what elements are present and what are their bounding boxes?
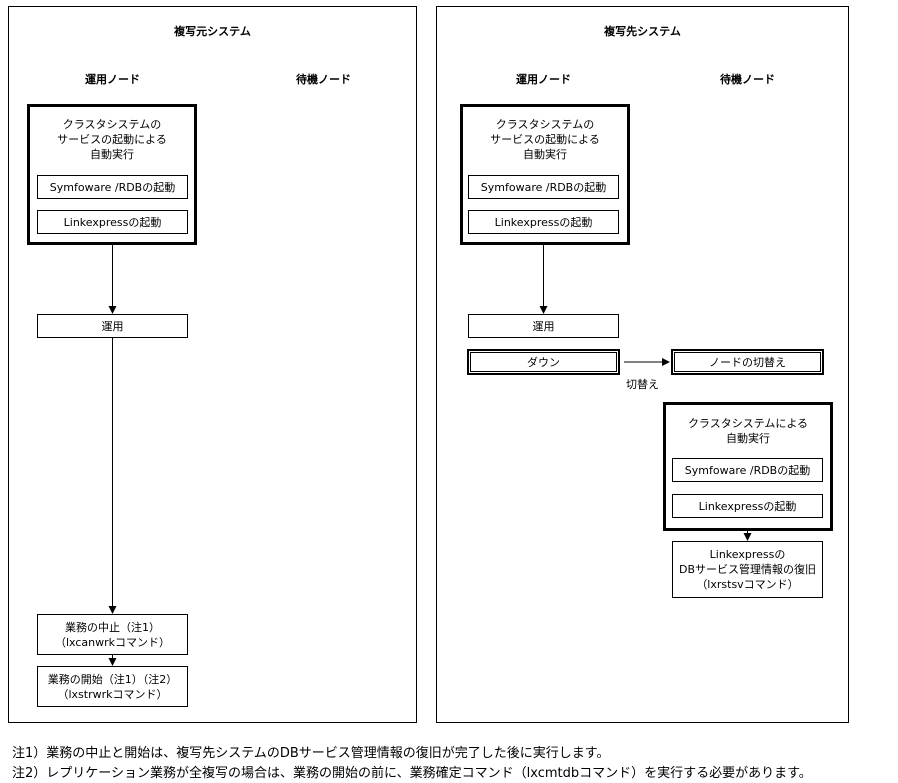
- target-linkexpress-start: Linkexpressの起動: [468, 210, 619, 234]
- source-startup-group-title: クラスタシステムの サービスの起動による 自動実行: [57, 118, 167, 161]
- source-standby-node-header: 待機ノード: [296, 73, 351, 86]
- source-start-task-box: 業務の開始（注1）（注2） （lxstrwrkコマンド）: [37, 666, 188, 707]
- restore-dbservice-box: Linkexpressの DBサービス管理情報の復旧 （lxrstsvコマンド）: [672, 541, 823, 598]
- source-stop-task-box: 業務の中止（注1） （lxcanwrkコマンド）: [37, 614, 188, 655]
- target-down-box: ダウン: [467, 349, 620, 375]
- target-startup-group-title: クラスタシステムの サービスの起動による 自動実行: [490, 118, 600, 161]
- target-standby-node-header: 待機ノード: [720, 73, 775, 86]
- target-cluster-group-title: クラスタシステムによる 自動実行: [687, 417, 809, 445]
- source-linkexpress-start: Linkexpressの起動: [37, 210, 188, 234]
- target-operation-box: 運用: [468, 314, 619, 338]
- target-cluster-linkexpress-start: Linkexpressの起動: [672, 494, 823, 518]
- target-system-title: 複写先システム: [604, 25, 681, 38]
- source-system-title: 複写元システム: [174, 25, 251, 38]
- target-symfoware-start: Symfoware /RDBの起動: [468, 175, 619, 199]
- source-active-node-header: 運用ノード: [85, 73, 140, 86]
- footnote-1: 注1）業務の中止と開始は、複写先システムのDBサービス管理情報の復旧が完了した後…: [12, 746, 610, 761]
- source-operation-box: 運用: [37, 314, 188, 338]
- node-switch-box: ノードの切替え: [671, 349, 824, 375]
- source-system-panel: [8, 6, 417, 723]
- target-system-panel: [436, 6, 849, 723]
- target-cluster-symfoware-start: Symfoware /RDBの起動: [672, 458, 823, 482]
- footnote-2: 注2）レプリケーション業務が全複写の場合は、業務の開始の前に、業務確定コマンド（…: [12, 766, 812, 781]
- source-symfoware-start: Symfoware /RDBの起動: [37, 175, 188, 199]
- switch-arrow-label: 切替え: [626, 378, 659, 391]
- target-active-node-header: 運用ノード: [516, 73, 571, 86]
